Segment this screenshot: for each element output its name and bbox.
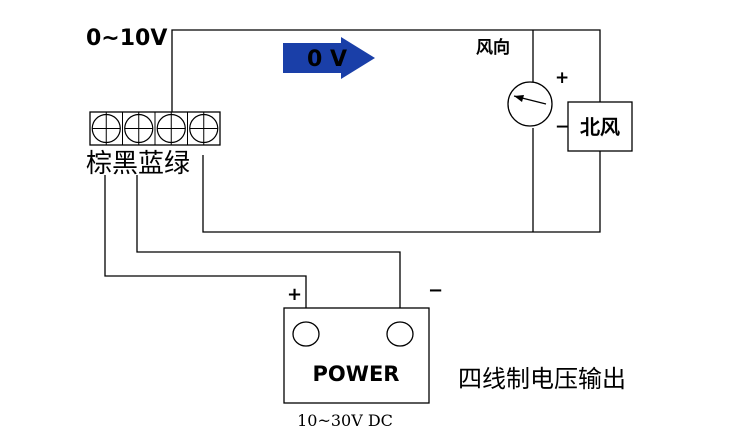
wire-colors-label: 棕黑蓝绿 (86, 149, 190, 179)
diagram-caption: 四线制电压输出 (458, 365, 626, 393)
black-wire (136, 175, 401, 308)
terminal-screw (154, 112, 186, 145)
wires (104, 29, 601, 308)
brown-wire (104, 175, 307, 308)
signal-arrow: 0 V (283, 37, 375, 79)
signal-arrow-label: 0 V (307, 47, 347, 72)
sensor-title: 风向 (476, 37, 510, 58)
signal-wire-top (171, 29, 601, 112)
power-plus: + (287, 284, 302, 305)
range-label: 0~10V (86, 26, 167, 51)
direction-box-label: 北风 (580, 115, 620, 139)
power-minus-terminal (386, 321, 414, 347)
power-minus: − (428, 280, 443, 301)
sensor-minus: − (555, 117, 569, 137)
sensor-plus: + (555, 68, 569, 88)
dial-gauge (507, 81, 553, 127)
power-voltage: 10~30V DC (297, 411, 393, 430)
power-plus-terminal (292, 321, 320, 347)
terminal-block (89, 111, 221, 146)
terminal-screw (122, 112, 154, 145)
power-label: POWER (313, 362, 400, 386)
terminal-screw (91, 112, 121, 145)
power-supply: POWER (283, 307, 430, 404)
direction-box: 北风 (567, 101, 633, 152)
signal-wire-right (202, 150, 601, 233)
terminal-screw (187, 112, 219, 145)
